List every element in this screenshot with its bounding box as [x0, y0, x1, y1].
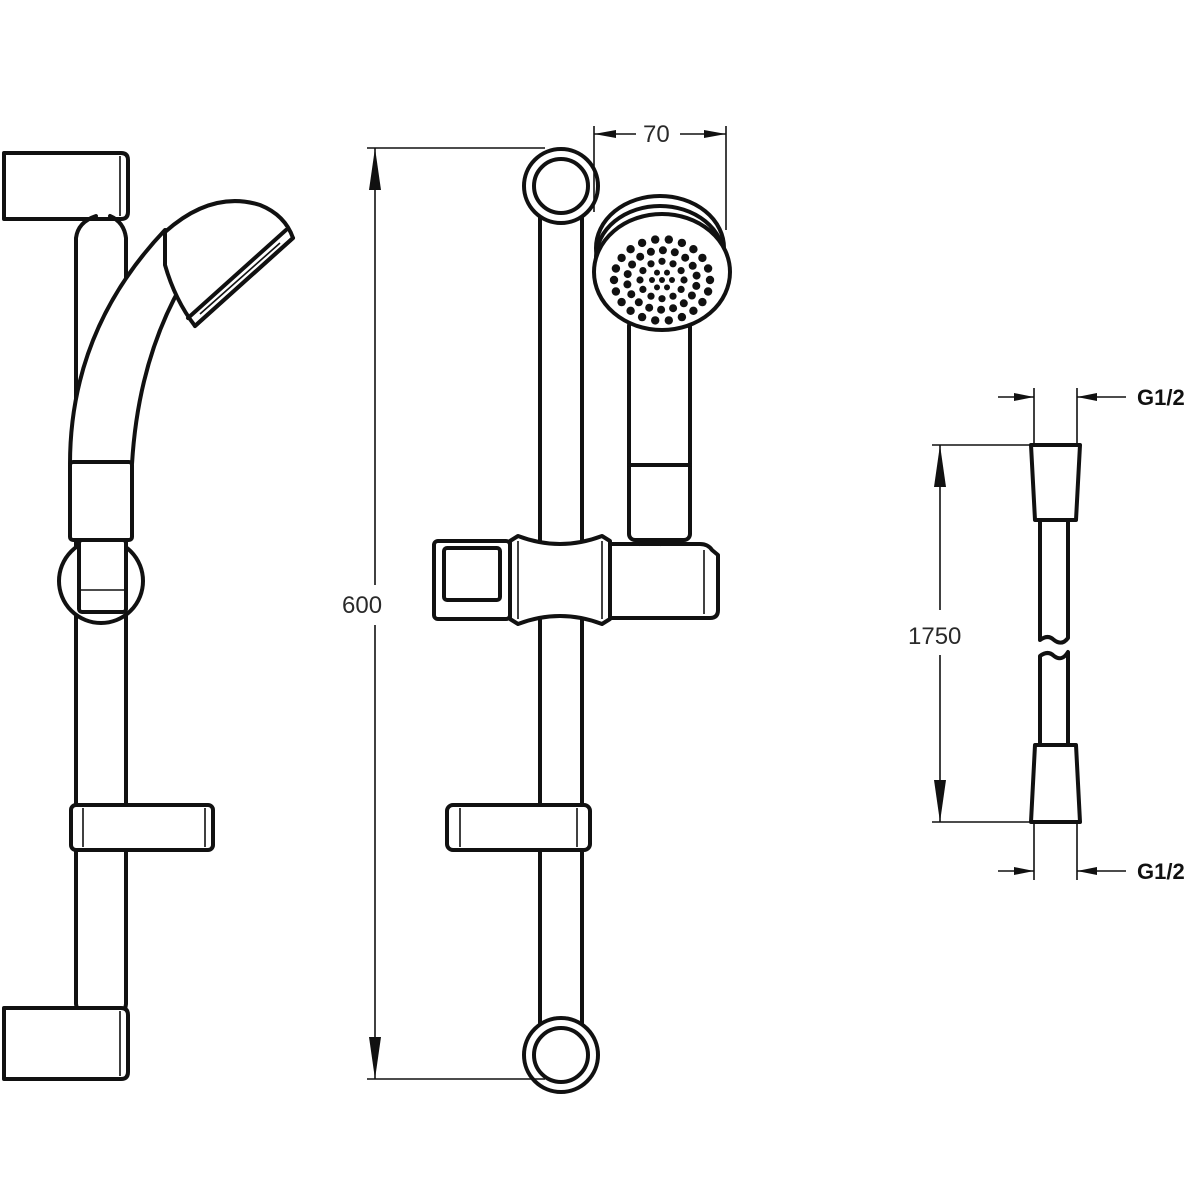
nozzle-hole [645, 303, 654, 312]
nozzle-hole [636, 252, 645, 261]
nozzle-hole [649, 277, 655, 283]
nozzle-hole [670, 248, 679, 257]
nozzle-hole [698, 297, 707, 307]
nozzle-hole [623, 280, 632, 289]
nozzle-hole [634, 298, 643, 307]
nozzle-pattern [609, 235, 715, 325]
nozzle-hole [677, 285, 685, 293]
side-top-wall-bracket [2, 151, 130, 221]
nozzle-hole [687, 291, 696, 300]
nozzle-hole [659, 277, 665, 283]
hose-view [1029, 443, 1082, 824]
nozzle-hole [627, 290, 636, 299]
nozzle-hole [651, 316, 660, 325]
side-slider [57, 537, 145, 625]
front-top-end-cap [522, 147, 600, 225]
nozzle-hole [669, 277, 675, 283]
nozzle-hole [669, 260, 677, 268]
nozzle-hole [664, 316, 673, 325]
nozzle-hole [611, 287, 621, 296]
side-bottom-wall-bracket [2, 1006, 130, 1081]
nozzle-hole [646, 247, 655, 256]
nozzle-hole [651, 235, 660, 244]
nozzle-hole [677, 238, 687, 248]
nozzle-hole [637, 238, 647, 248]
nozzle-hole [639, 285, 647, 293]
nozzle-hole [681, 253, 690, 262]
front-view [432, 147, 732, 1094]
nozzle-hole [658, 257, 666, 265]
nozzle-hole [703, 264, 713, 273]
thread-label-bottom: G1/2 [1137, 859, 1185, 884]
nozzle-hole [623, 270, 632, 279]
nozzle-hole [679, 299, 688, 308]
nozzle-hole [654, 269, 660, 276]
nozzle-hole [698, 253, 707, 263]
hose-top-nut [1029, 443, 1082, 522]
nozzle-hole [658, 295, 666, 303]
side-view [2, 151, 295, 1081]
nozzle-hole [705, 275, 715, 285]
dimension-label-70: 70 [643, 121, 670, 148]
nozzle-hole [609, 275, 619, 285]
thread-label-top: G1/2 [1137, 385, 1185, 410]
hose-upper-section [1038, 518, 1070, 645]
dimension-rail-height: 600 [342, 147, 545, 1080]
dimension-head-diameter: 70 [593, 121, 727, 230]
nozzle-hole [669, 292, 677, 300]
nozzle-hole [664, 235, 673, 244]
nozzle-hole [617, 253, 626, 263]
hose-lower-section [1038, 650, 1070, 747]
front-rail [538, 208, 584, 1037]
nozzle-hole [703, 287, 713, 296]
nozzle-hole [669, 304, 678, 313]
dimension-label-600: 600 [342, 592, 382, 619]
nozzle-hole [692, 271, 701, 280]
nozzle-hole [639, 267, 647, 275]
hose-bottom-nut [1029, 743, 1082, 824]
nozzle-hole [626, 245, 635, 254]
nozzle-hole [689, 245, 698, 254]
nozzle-hole [611, 264, 621, 273]
nozzle-hole [626, 306, 635, 315]
nozzle-hole [664, 269, 670, 276]
nozzle-hole [664, 284, 670, 291]
nozzle-hole [677, 312, 687, 322]
front-bottom-end-cap [522, 1016, 600, 1094]
nozzle-hole [637, 312, 647, 322]
nozzle-hole [636, 276, 644, 284]
nozzle-hole [677, 267, 685, 275]
dimension-label-1750: 1750 [908, 623, 961, 650]
front-slider [432, 534, 720, 626]
front-shower-head [592, 194, 732, 332]
nozzle-hole [628, 260, 637, 269]
nozzle-hole [647, 292, 655, 300]
nozzle-hole [617, 297, 626, 307]
nozzle-hole [654, 284, 660, 291]
nozzle-hole [658, 246, 667, 255]
dimension-hose-length: 1750 [908, 444, 1031, 823]
front-handset-handle [627, 318, 692, 542]
nozzle-hole [657, 305, 666, 314]
nozzle-hole [688, 261, 697, 270]
nozzle-hole [647, 260, 655, 268]
dimension-thread-bottom: G1/2 [998, 822, 1185, 884]
nozzle-hole [689, 306, 698, 315]
nozzle-hole [692, 281, 701, 290]
front-soap-dish [445, 803, 592, 852]
nozzle-hole [680, 276, 688, 284]
side-handset [68, 199, 295, 542]
side-soap-dish [69, 803, 215, 852]
dimension-thread-top: G1/2 [998, 385, 1185, 445]
